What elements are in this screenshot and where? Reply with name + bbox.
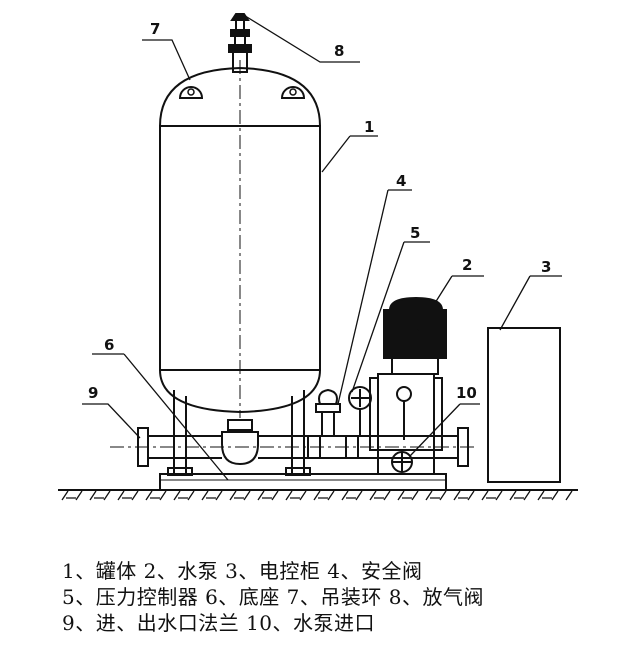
ground bbox=[58, 489, 578, 501]
lifting-rings bbox=[178, 86, 306, 99]
tank-bottom-outlet bbox=[221, 419, 259, 466]
pressure-controller bbox=[348, 386, 372, 436]
callout-3: 3 bbox=[541, 258, 551, 276]
leader-lines bbox=[82, 13, 562, 481]
water-pump bbox=[369, 296, 447, 475]
callout-10: 10 bbox=[456, 384, 477, 402]
callout-6: 6 bbox=[104, 336, 114, 354]
callout-1: 1 bbox=[364, 118, 374, 136]
equipment-diagram: 1 2 3 4 5 6 7 8 9 10 bbox=[58, 13, 578, 501]
legend-line-3: 9、进、出水口法兰 10、水泵进口 bbox=[62, 611, 376, 635]
base-frame bbox=[159, 473, 447, 491]
legend-line-1: 1、罐体 2、水泵 3、电控柜 4、安全阀 bbox=[62, 559, 423, 583]
callout-2: 2 bbox=[462, 256, 472, 274]
callout-5: 5 bbox=[410, 224, 420, 242]
main-pipe bbox=[110, 427, 478, 467]
callout-9: 9 bbox=[88, 384, 98, 402]
control-cabinet bbox=[487, 327, 561, 483]
air-vent-valve bbox=[228, 13, 252, 73]
legend-line-2: 5、压力控制器 6、底座 7、吊装环 8、放气阀 bbox=[62, 585, 484, 609]
tank-body bbox=[159, 60, 321, 418]
legend: 1、罐体 2、水泵 3、电控柜 4、安全阀 5、压力控制器 6、底座 7、吊装环… bbox=[62, 558, 632, 636]
callout-7: 7 bbox=[150, 20, 160, 38]
safety-valve bbox=[315, 388, 341, 437]
callout-8: 8 bbox=[334, 42, 344, 60]
callout-4: 4 bbox=[396, 172, 406, 190]
